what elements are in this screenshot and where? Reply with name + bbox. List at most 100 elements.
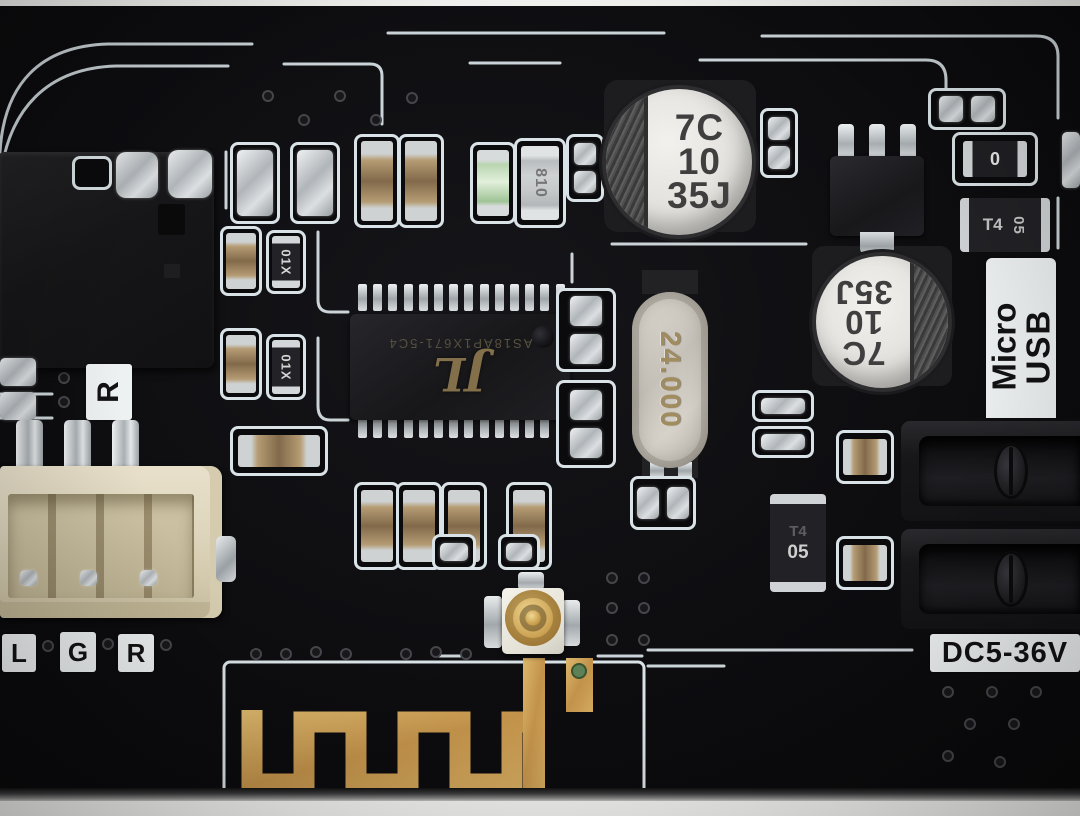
channel-left-label: L (2, 634, 36, 672)
pad-outline (630, 476, 696, 530)
solder-pad (574, 143, 596, 165)
resistor-01x-upper: 01X (272, 236, 300, 288)
channel-right-label: R (118, 634, 154, 672)
sot89-regulator (830, 124, 924, 256)
capacitor-outline (836, 536, 894, 590)
solder-pad (939, 96, 963, 122)
via-holes (42, 90, 1042, 768)
jst-contact (20, 570, 37, 586)
empty-pad-outline (72, 156, 112, 190)
jst-pin (64, 420, 91, 474)
pad-outline (928, 88, 1006, 130)
ic-pin1-dot (532, 326, 554, 348)
electrolytic-cap-right: 7C 10 35J (816, 256, 948, 388)
solder-pad (168, 150, 212, 198)
aux-right-text: R (91, 381, 125, 403)
solder-pad (667, 487, 689, 519)
board-bottom-edge (0, 788, 1080, 802)
channel-ground-label: G (60, 632, 96, 672)
solder-pad (237, 150, 273, 216)
resistor-outline: 0 (952, 132, 1038, 186)
cap-polarity-stripe (909, 256, 948, 388)
ceramic-capacitor (226, 335, 256, 393)
micro-usb-label: Micro USB (985, 258, 1057, 436)
capacitor-outline (220, 328, 262, 400)
capacitor-outline (506, 482, 552, 570)
ceramic-capacitor (405, 141, 437, 221)
diode-bottom: T4 05 (770, 494, 826, 592)
resistor-outline: 01X (266, 334, 306, 400)
jst-contact (80, 570, 97, 586)
sot-pin (869, 124, 885, 160)
led-outline (470, 142, 516, 224)
jack-notch (158, 204, 185, 235)
capacitor-outline (220, 226, 262, 296)
antenna-trace (222, 658, 646, 804)
pad-outline (432, 534, 476, 570)
terminal-screw (994, 551, 1028, 607)
capacitor-outline (230, 426, 328, 476)
solder-pad (768, 117, 790, 140)
pad-outline (752, 426, 814, 458)
solder-pad (761, 398, 805, 414)
resistor-01x-lower: 01X (272, 340, 300, 394)
electrolytic-cap-top: 7C 10 35J (606, 89, 752, 235)
sot-pin (838, 124, 854, 160)
solder-pad (506, 543, 532, 561)
solder-pad (570, 334, 602, 364)
pad-outline (290, 142, 340, 224)
jst-audio-connector (0, 420, 240, 646)
terminal-block-2 (898, 526, 1080, 632)
crystal-oscillator: 24.000 (628, 288, 712, 472)
pad-outline (760, 108, 798, 178)
ic-part-number: AS18AP1X671-5C4 (387, 336, 533, 352)
micro-usb-text: Micro USB (985, 302, 1057, 392)
ufl-antenna-connector (484, 572, 580, 664)
cap-right-marking: 7C 10 35J (834, 273, 893, 372)
solder-pad (971, 96, 995, 122)
cap-top-marking: 7C 10 35J (667, 106, 732, 217)
ufl-clip (484, 596, 502, 648)
ufl-pin (518, 572, 544, 590)
solder-pad (761, 434, 805, 450)
solder-pad (0, 358, 36, 386)
ceramic-capacitor (226, 233, 256, 289)
jst-contact (140, 570, 157, 586)
resistor-zero-ohm: 0 (963, 141, 1027, 177)
ceramic-capacitor (238, 435, 320, 467)
antenna-via (571, 663, 587, 679)
capacitor-outline (836, 430, 894, 484)
jack-mark (164, 264, 180, 278)
sot-tab (860, 232, 894, 256)
ufl-clip (562, 600, 580, 646)
capacitor-outline (398, 134, 444, 228)
solder-pad (570, 296, 602, 326)
pcb-board: R 01X 01X (0, 6, 1080, 804)
aux-right-label: R (86, 364, 132, 420)
resistor-outline: 01X (266, 230, 306, 294)
terminal-screw (994, 443, 1028, 499)
solder-pad (440, 543, 468, 561)
solder-pad (570, 390, 602, 420)
pad-outline (230, 142, 280, 224)
pad-outline (498, 534, 540, 570)
solder-pad (1062, 132, 1080, 188)
crystal-frequency: 24.000 (655, 331, 687, 429)
pad-outline (556, 380, 616, 468)
pad-outline (566, 134, 604, 202)
solder-pad (297, 150, 333, 216)
jst-pin (112, 420, 139, 474)
solder-pad (570, 428, 602, 458)
terminal-block-1 (898, 418, 1080, 524)
pad-outline (752, 390, 814, 422)
ufl-gold-ring (505, 589, 561, 646)
sot-pin (900, 124, 916, 160)
resistor-outline: 810 (514, 138, 566, 228)
main-ic: JL AS18AP1X671-5C4 (350, 314, 570, 420)
status-led (477, 150, 509, 216)
cap-polarity-stripe (606, 89, 649, 235)
capacitor-outline (396, 482, 442, 570)
ceramic-capacitor (843, 545, 887, 581)
sot-body (830, 156, 924, 236)
ceramic-capacitor (403, 490, 435, 562)
